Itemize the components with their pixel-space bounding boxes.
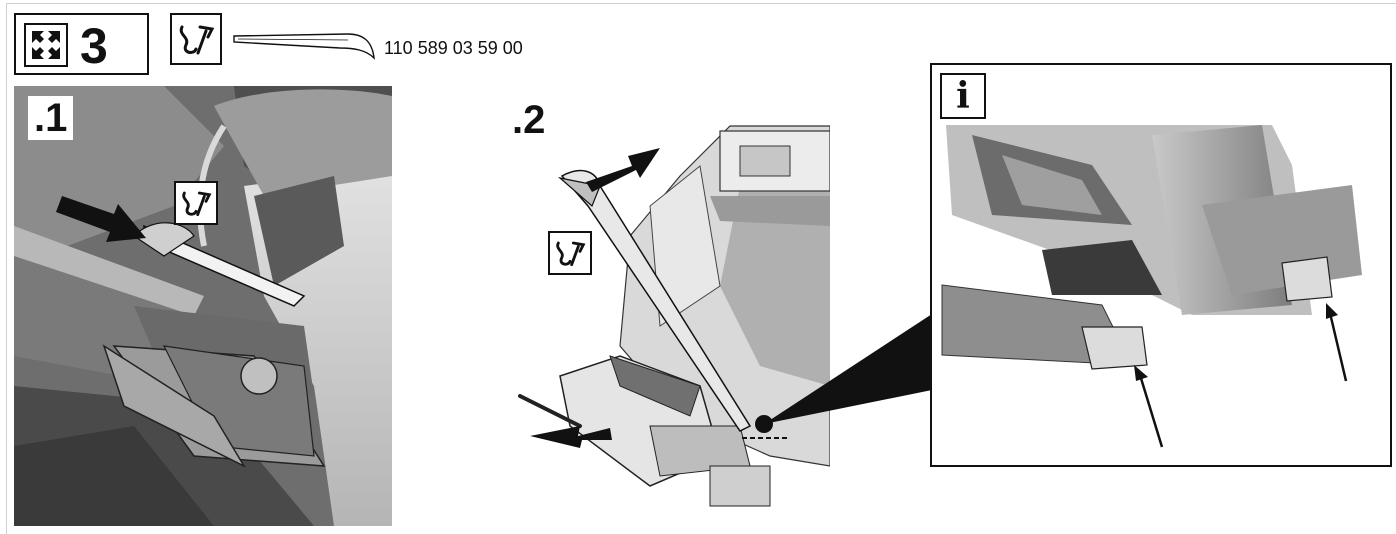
wedge-tool-drawing (233, 33, 375, 60)
frame-left-line (6, 3, 7, 534)
panel-2-image: .2 (500, 86, 830, 526)
wedge-tool-icon (170, 13, 222, 65)
wedge-tool-icon (174, 181, 218, 225)
frame-top-line (6, 3, 1396, 4)
detail-callout: i (930, 63, 1392, 467)
info-icon: i (940, 73, 986, 119)
panel-1-label: .1 (28, 96, 74, 140)
callout-pointer (764, 314, 932, 424)
step-box: 3 (14, 13, 149, 75)
expand-arrows-icon[interactable] (24, 23, 68, 67)
panel-2-label: .2 (512, 98, 546, 142)
part-number: 110 589 03 59 00 (384, 38, 523, 58)
step-number: 3 (80, 18, 108, 74)
wedge-tool-icon (548, 231, 592, 275)
panel-1-image: .1 (14, 86, 392, 526)
